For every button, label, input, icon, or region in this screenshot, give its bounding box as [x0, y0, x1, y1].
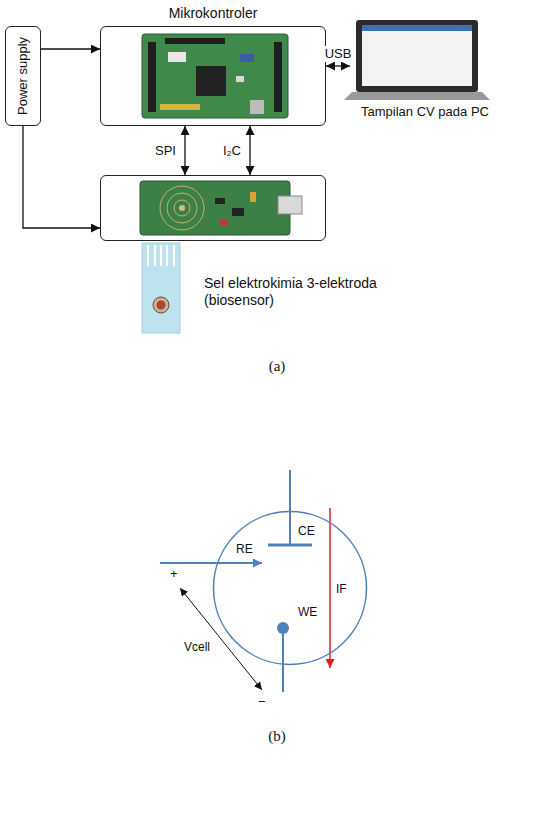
subfigure-label: (a) [269, 357, 286, 375]
we-dot [277, 622, 289, 634]
strip-contact [166, 245, 168, 266]
biosensor-strip: Sel elektrokimia 3-elektroda (biosensor) [142, 243, 180, 333]
polarity-sign: − [258, 694, 266, 710]
pin-header [278, 196, 302, 214]
board-component [250, 192, 256, 202]
current-arrow [329, 508, 331, 668]
strip-body [142, 243, 180, 333]
board-component [240, 54, 254, 62]
power-line [41, 48, 100, 49]
power-supply-box: Power supply [5, 26, 41, 126]
pcb-pad [179, 205, 185, 211]
box-heading: Mikrokontroler [101, 5, 325, 22]
signal-label: I₂C [222, 143, 242, 159]
voltage-label: Vcell [184, 640, 210, 654]
voltage-arrow [180, 588, 262, 690]
strip-contact [147, 245, 149, 266]
ce-plate [268, 544, 312, 547]
pcb-ring [160, 186, 204, 230]
pin-header [165, 38, 225, 44]
electrode-label: CE [298, 524, 315, 538]
mcu-chip [196, 66, 226, 96]
window-bar [362, 25, 472, 31]
electrode-ring [153, 297, 169, 313]
pcb-ring [174, 200, 190, 216]
board-component [236, 76, 244, 82]
i2c-bus [249, 126, 250, 175]
sensor-caption: Sel elektrokimia 3-elektroda (biosensor) [204, 275, 404, 309]
pin-header [148, 42, 156, 112]
laptop [344, 20, 490, 100]
strip-contact [173, 245, 175, 266]
laptop-base [344, 92, 490, 100]
strip-contact [160, 245, 162, 266]
board-pcb [140, 181, 290, 235]
signal-label: USB [324, 46, 353, 62]
electrode-label: RE [236, 542, 253, 556]
laptop-screen [362, 25, 472, 86]
laptop-bezel [356, 20, 478, 92]
board-sticker [168, 52, 186, 62]
polarity-sign: + [170, 566, 178, 582]
usb-link [326, 65, 350, 66]
power-line [23, 126, 100, 228]
board-pcb [142, 34, 288, 118]
afe-board-box [100, 175, 326, 241]
cell-circle-outline [214, 512, 367, 665]
usb-connector [250, 100, 264, 114]
pc-display: Tampilan CV pada PC [350, 16, 500, 128]
strip-contact [154, 245, 156, 266]
re-arrow [160, 562, 262, 564]
pin-header [274, 42, 282, 112]
board-component [220, 220, 228, 225]
electrode-label: WE [298, 605, 317, 619]
afe-board [140, 181, 302, 235]
board-component [215, 198, 225, 204]
electrode-spot [157, 301, 166, 310]
ce-lead [289, 470, 291, 545]
we-lead [282, 628, 284, 692]
signal-label: SPI [154, 143, 177, 159]
subfigure-label: (b) [268, 727, 286, 745]
pcb-ring [167, 193, 197, 223]
microcontroller-box: Mikrokontroler [100, 26, 326, 126]
pin-row [160, 104, 200, 110]
box-label: Power supply [15, 37, 31, 115]
current-label: IF [336, 582, 347, 596]
spi-bus [184, 126, 185, 175]
board-component [232, 208, 244, 216]
electrode-strip [142, 243, 180, 333]
display-caption: Tampilan CV pada PC [350, 104, 500, 120]
mcu-board [142, 34, 288, 118]
